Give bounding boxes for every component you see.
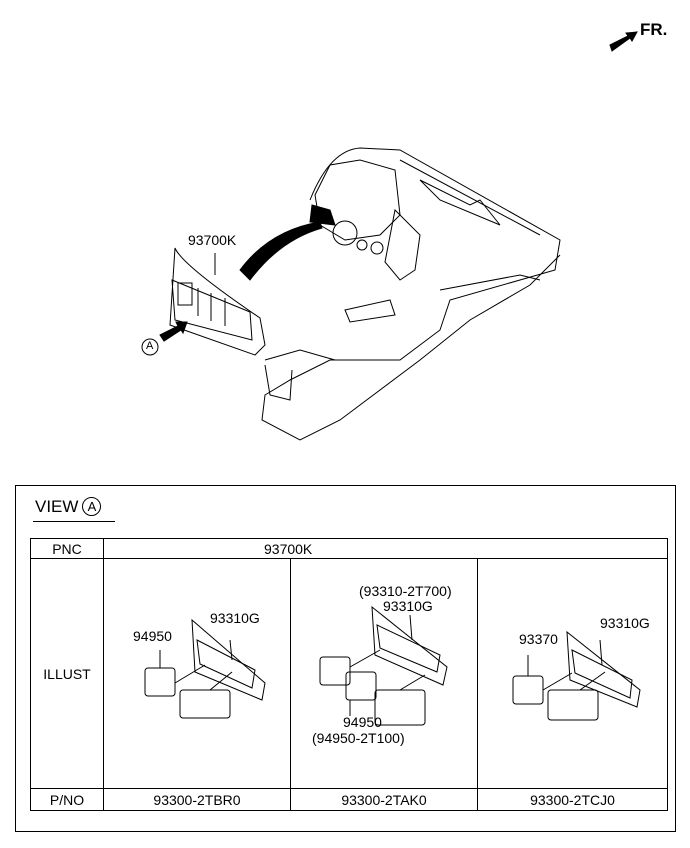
part-label: 93310G xyxy=(383,598,433,614)
part-label: 94950 xyxy=(343,714,382,730)
pointer-arrow-icon xyxy=(309,204,336,226)
assembly-part-number: 93700K xyxy=(188,232,237,248)
view-a-box xyxy=(15,485,676,832)
pnc-row: PNC 93700K xyxy=(30,538,669,559)
dashboard-illustration xyxy=(239,147,561,441)
pnc-value: 93700K xyxy=(102,538,669,559)
view-marker-circle: A xyxy=(82,497,102,516)
view-marker: A xyxy=(146,340,154,352)
part-label: (93310-2T700) xyxy=(359,583,452,599)
front-direction-arrow-icon xyxy=(609,31,638,52)
part-label: 93310G xyxy=(600,615,650,631)
pno-row: P/NO 93300-2TBR0 93300-2TAK0 93300-2TCJ0 xyxy=(30,788,669,811)
part-label: 94950 xyxy=(133,628,172,644)
illust-header: ILLUST xyxy=(30,558,104,789)
view-title-text: VIEW xyxy=(35,497,79,516)
curved-arrow-icon xyxy=(239,221,323,281)
switch-panel-illustration xyxy=(141,247,266,356)
illust-cell-2 xyxy=(290,558,478,789)
pno-value-1: 93300-2TBR0 xyxy=(103,788,291,811)
illust-row: ILLUST xyxy=(30,558,669,789)
illust-cell-3 xyxy=(476,558,669,789)
part-label: (94950-2T100) xyxy=(312,730,405,746)
parts-table: PNC 93700K ILLUST P/NO 93300-2TBR0 93300… xyxy=(30,538,669,811)
view-a-arrow-icon xyxy=(159,321,188,342)
part-label: 93310G xyxy=(210,610,260,626)
front-direction-label: FR. xyxy=(640,20,668,39)
part-label: 93370 xyxy=(519,631,558,647)
pno-value-3: 93300-2TCJ0 xyxy=(476,788,669,811)
pnc-header: PNC xyxy=(30,538,104,559)
illust-cell-1 xyxy=(103,558,291,789)
pno-value-2: 93300-2TAK0 xyxy=(290,788,478,811)
view-title-underline xyxy=(33,521,115,522)
pno-header: P/NO xyxy=(30,788,104,811)
